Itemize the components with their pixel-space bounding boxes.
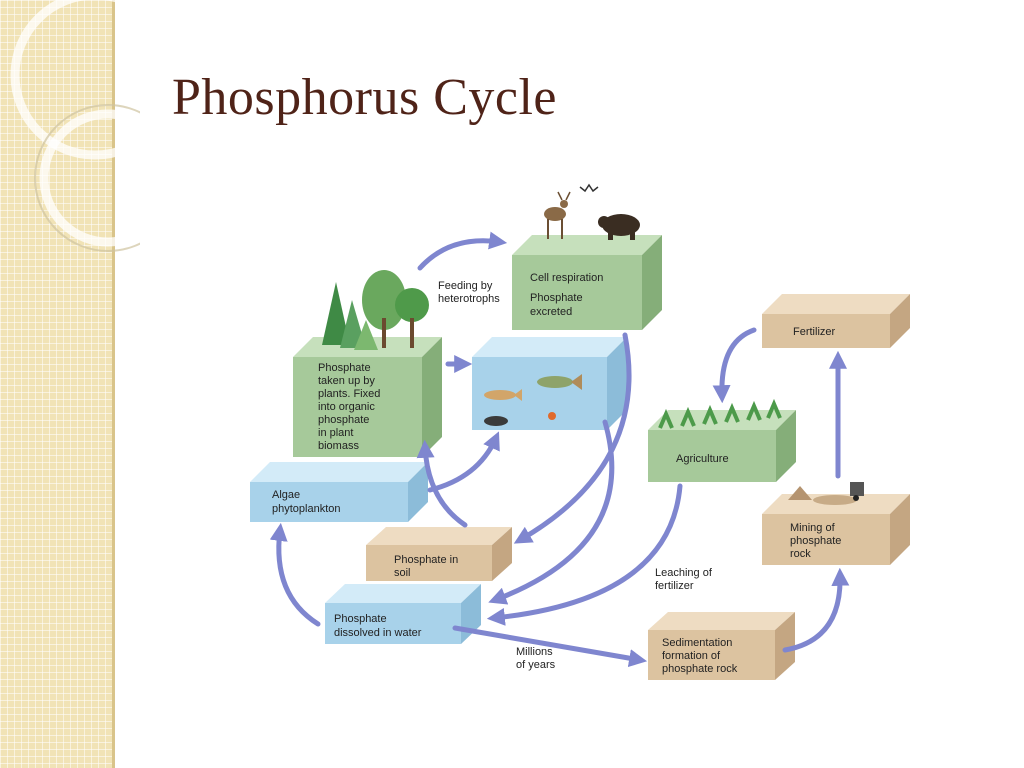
sediment-line-1: Sedimentation (662, 637, 732, 649)
water-line-1: Phosphate (334, 613, 387, 625)
plants-line-6: in plant (318, 427, 353, 439)
soil-line-1: Phosphate in (394, 554, 458, 566)
arrow-feeding (420, 241, 500, 268)
soil-line-2: soil (394, 567, 411, 579)
algae-line-1: Algae (272, 489, 300, 501)
animals-line-1: Cell respiration (530, 272, 603, 284)
millions-label-1: Millions (516, 646, 553, 658)
arrow-water-to-algae (279, 530, 318, 624)
feeding-label-2: heterotrophs (438, 293, 500, 305)
arrow-fertilizer-to-agriculture (722, 330, 754, 396)
water-line-2: dissolved in water (334, 627, 422, 639)
sediment-line-3: phosphate rock (662, 663, 738, 675)
bird-icon (580, 185, 598, 191)
mining-line-2: phosphate (790, 535, 841, 547)
millions-label-2: of years (516, 659, 556, 671)
fertilizer-label: Fertilizer (793, 326, 836, 338)
deer-icon (544, 192, 570, 239)
mining-line-3: rock (790, 548, 811, 560)
algae-line-2: phytoplankton (272, 503, 341, 515)
feeding-label-1: Feeding by (438, 280, 493, 292)
plants-line-3: plants. Fixed (318, 388, 380, 400)
sediment-line-2: formation of (662, 650, 721, 662)
plants-line-5: phosphate (318, 414, 369, 426)
arrow-algae-to-ocean (430, 438, 496, 490)
leaching-label-1: Leaching of (655, 567, 713, 579)
arrow-agriculture-to-water (494, 486, 680, 618)
arrow-ocean-to-water (495, 422, 612, 600)
leaching-label-2: fertilizer (655, 580, 694, 592)
plants-line-4: into organic (318, 401, 375, 413)
plants-line-7: biomass (318, 440, 359, 452)
agriculture-label: Agriculture (676, 453, 729, 465)
animals-line-2: Phosphate (530, 292, 583, 304)
fertilizer-box (762, 294, 910, 348)
animals-line-3: excreted (530, 306, 572, 318)
plants-line-1: Phosphate (318, 362, 371, 374)
mining-line-1: Mining of (790, 522, 836, 534)
plants-line-2: taken up by (318, 375, 375, 387)
